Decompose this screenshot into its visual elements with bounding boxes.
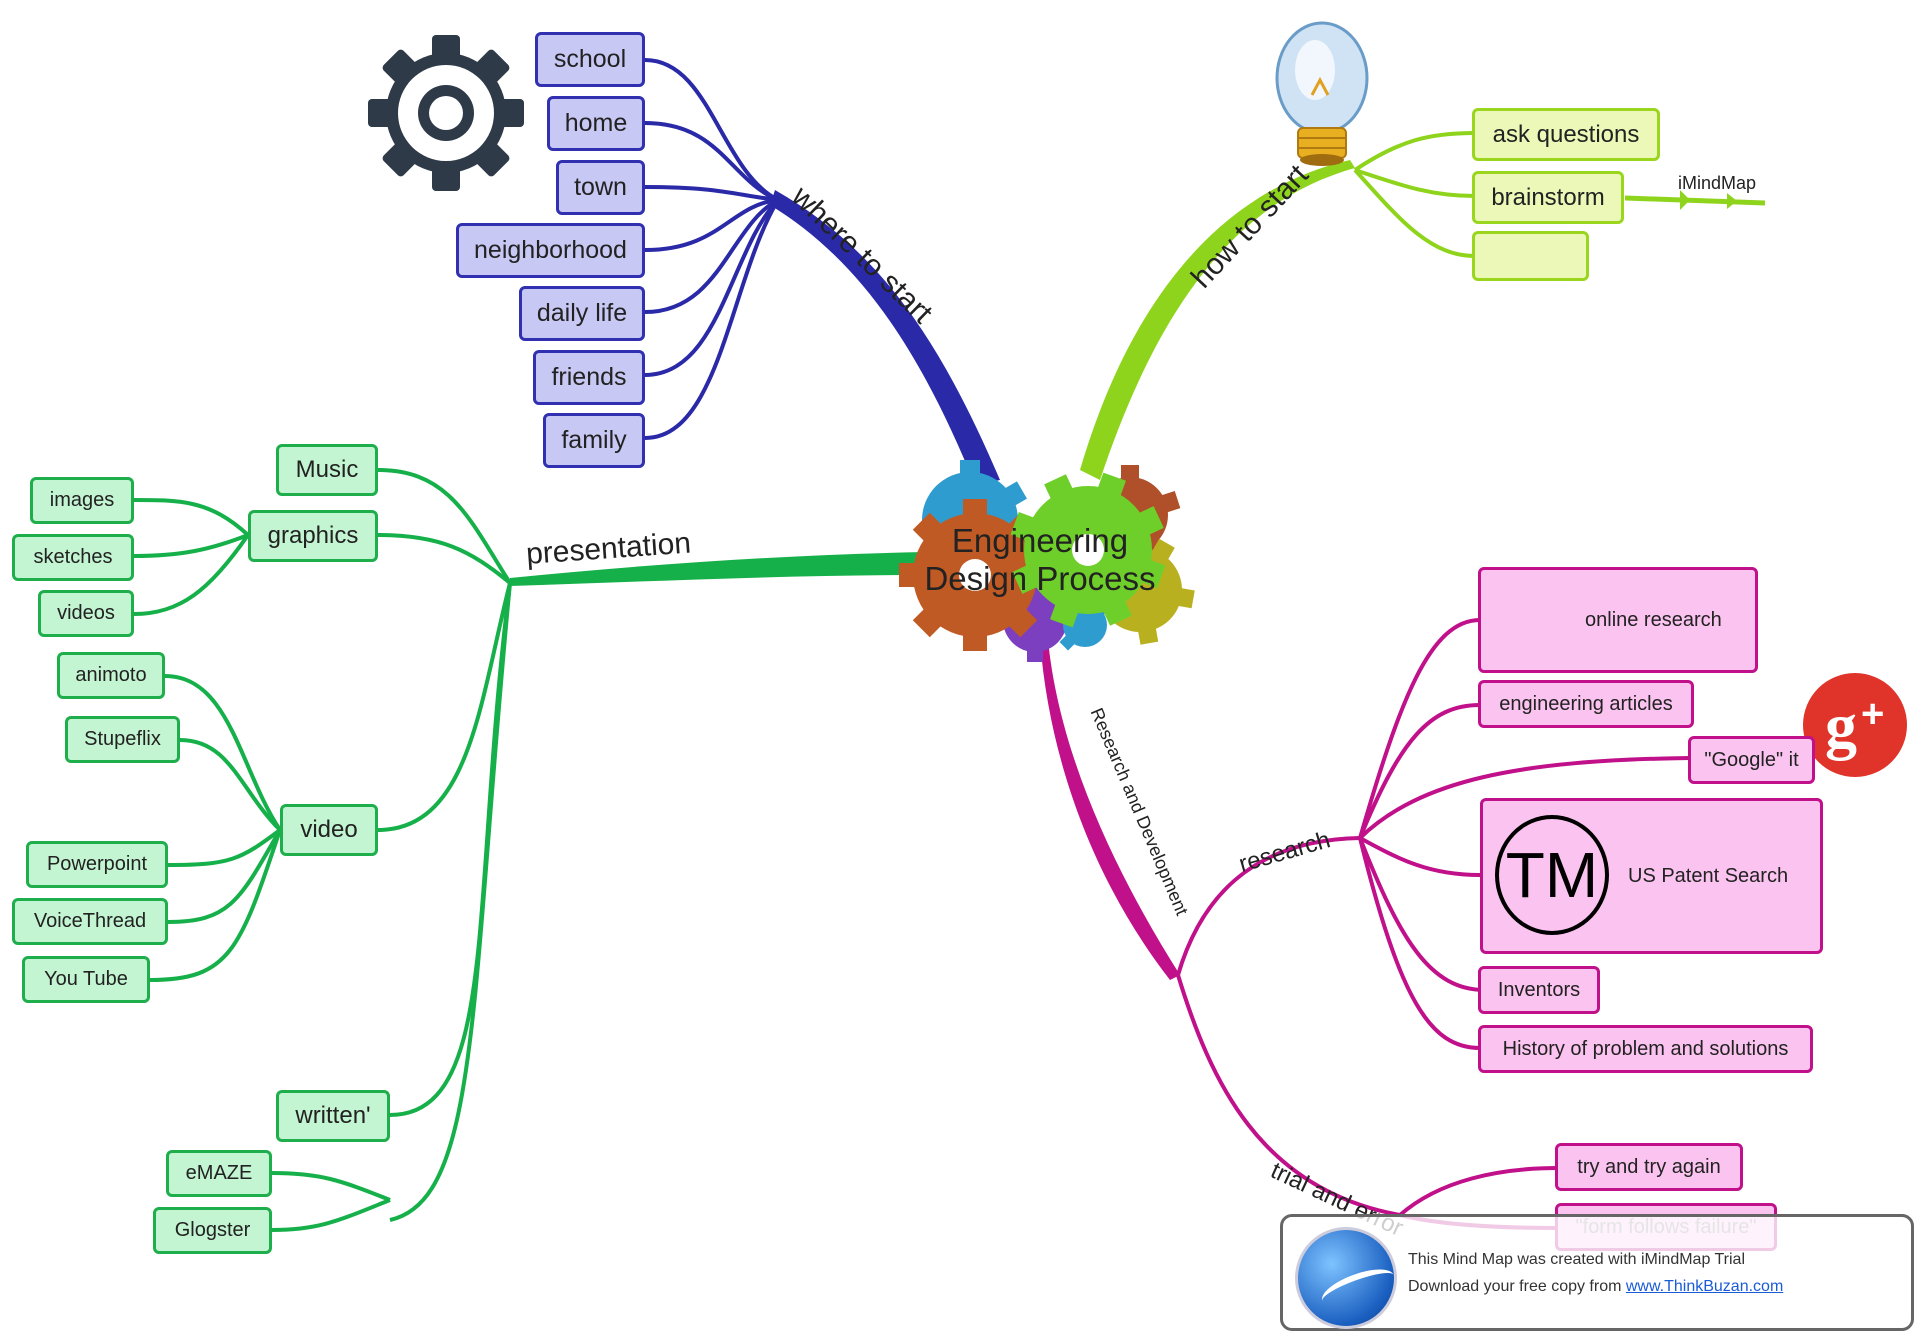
node-emaze[interactable]: eMAZE	[166, 1150, 272, 1197]
node-try-again[interactable]: try and try again	[1555, 1143, 1743, 1191]
branch-presentation	[510, 552, 925, 586]
node-neighborhood[interactable]: neighborhood	[456, 223, 645, 278]
node-video[interactable]: video	[280, 804, 378, 856]
watermark-line1: This Mind Map was created with iMindMap …	[1408, 1251, 1746, 1268]
node-engineering-articles[interactable]: engineering articles	[1478, 680, 1694, 728]
node-voicethread[interactable]: VoiceThread	[12, 898, 168, 945]
node-online-research[interactable]: online research	[1478, 567, 1758, 673]
lightbulb-icon	[1275, 21, 1369, 166]
node-youtube[interactable]: You Tube	[22, 956, 150, 1003]
node-stupeflix[interactable]: Stupeflix	[65, 716, 180, 763]
node-brainstorm[interactable]: brainstorm	[1472, 171, 1624, 224]
imindmap-logo-icon	[1295, 1227, 1399, 1329]
center-title-line2: Design Process	[924, 560, 1156, 597]
node-written[interactable]: written'	[276, 1090, 390, 1142]
gear-icon	[368, 35, 524, 191]
node-family[interactable]: family	[543, 413, 645, 468]
svg-text:+: +	[1861, 692, 1884, 736]
node-online-research-label: online research	[1585, 608, 1722, 631]
node-us-patent-search-label: US Patent Search	[1628, 864, 1789, 887]
center-title-line1: Engineering	[951, 522, 1129, 559]
center-title: Engineering Design Process	[905, 522, 1175, 598]
node-friends[interactable]: friends	[533, 350, 645, 405]
watermark-line2: Download your free copy from www.ThinkBu…	[1408, 1278, 1783, 1296]
branch-where-to-start	[770, 190, 1000, 485]
branch-how-to-start	[1080, 160, 1355, 480]
node-glogster[interactable]: Glogster	[153, 1207, 272, 1254]
trademark-icon: TM	[1495, 815, 1609, 935]
node-videos[interactable]: videos	[38, 590, 134, 637]
node-animoto[interactable]: animoto	[57, 652, 165, 699]
node-daily-life[interactable]: daily life	[519, 286, 645, 341]
node-google-it[interactable]: "Google" it	[1688, 736, 1815, 784]
watermark-line2-prefix: Download your free copy from	[1408, 1278, 1626, 1295]
node-powerpoint[interactable]: Powerpoint	[26, 841, 168, 888]
node-empty[interactable]	[1472, 231, 1589, 281]
node-ask-questions[interactable]: ask questions	[1472, 108, 1660, 161]
node-images[interactable]: images	[30, 477, 134, 524]
node-inventors[interactable]: Inventors	[1478, 966, 1600, 1014]
node-music[interactable]: Music	[276, 444, 378, 496]
branch-research-dev	[1040, 640, 1180, 980]
trademark-icon-label: TM	[1505, 839, 1599, 911]
thinkbuzan-link[interactable]: www.ThinkBuzan.com	[1625, 1278, 1784, 1295]
node-town[interactable]: town	[556, 160, 645, 215]
trial-watermark: This Mind Map was created with iMindMap …	[1280, 1214, 1914, 1331]
node-school[interactable]: school	[535, 32, 645, 87]
imindmap-tag: iMindMap	[1678, 173, 1757, 193]
svg-text:g: g	[1825, 690, 1857, 761]
node-history[interactable]: History of problem and solutions	[1478, 1025, 1813, 1073]
google-plus-icon: g +	[1803, 673, 1907, 777]
imindmap-arrow	[1624, 195, 1766, 206]
node-us-patent-search[interactable]: TM US Patent Search	[1480, 798, 1823, 954]
central-gears-icon	[899, 460, 1195, 662]
node-home[interactable]: home	[547, 96, 645, 151]
node-sketches[interactable]: sketches	[12, 534, 134, 581]
node-graphics[interactable]: graphics	[248, 510, 378, 562]
